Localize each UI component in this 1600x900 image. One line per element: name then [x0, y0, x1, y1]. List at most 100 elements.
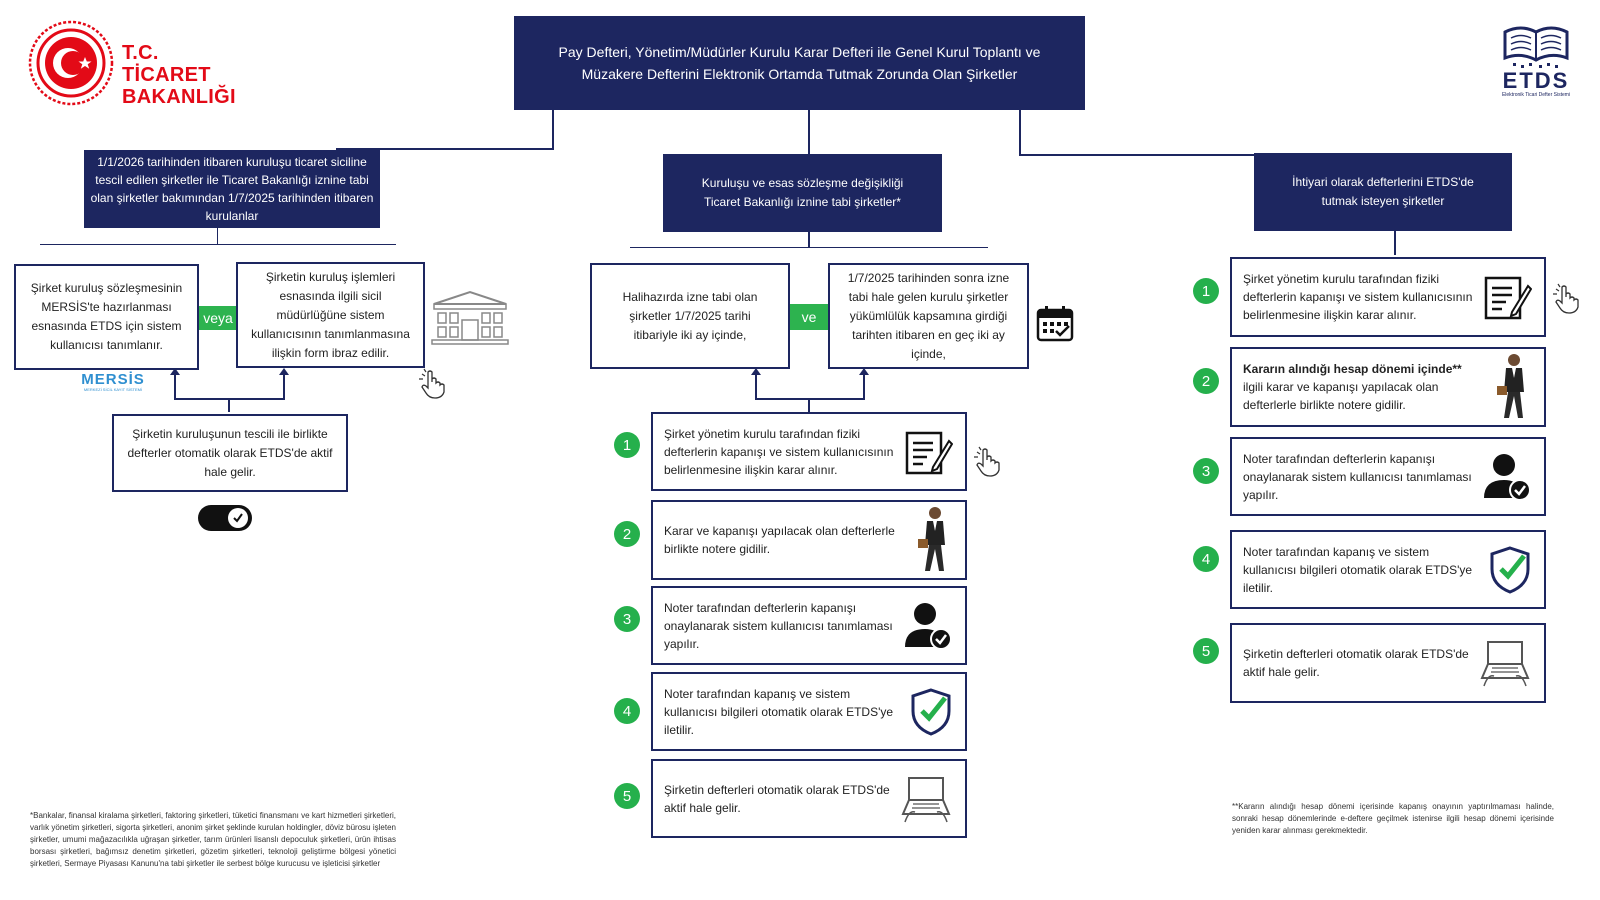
- right-step-1: Şirket yönetim kurulu tarafından fiziki …: [1230, 257, 1546, 337]
- middle-step-3-text: Noter tarafından defterlerin kapanışı on…: [664, 600, 893, 651]
- middle-step-4-text: Noter tarafından kapanış ve sistem kulla…: [664, 686, 894, 737]
- middle-connector-ve: ve: [790, 304, 828, 330]
- laptop-icon: [1480, 641, 1530, 687]
- document-pen-icon: [1484, 276, 1532, 320]
- middle-option-a: Halihazırda izne tabi olan şirketler 1/7…: [590, 263, 790, 369]
- footnote-right: **Kararın alındığı hesap dönemi içerisin…: [1232, 802, 1554, 835]
- building-icon: [431, 290, 509, 345]
- right-step-2-number: 2: [1193, 368, 1219, 394]
- middle-arrowhead-a: [751, 368, 761, 375]
- right-step-2-bold-text: Kararın alındığı hesap dönemi içinde**: [1243, 362, 1462, 376]
- middle-option-b: 1/7/2025 tarihinden sonra izne tabi hale…: [828, 263, 1029, 369]
- mersis-logo: MERSİS MERKEZİ SİCİL KAYIT SİSTEMİ: [66, 372, 160, 393]
- right-step-1-number: 1: [1193, 278, 1219, 304]
- middle-step-3: Noter tarafından defterlerin kapanışı on…: [651, 586, 967, 665]
- mersis-logo-subtitle: MERKEZİ SİCİL KAYIT SİSTEMİ: [83, 387, 143, 392]
- middle-bracket-stem: [808, 398, 810, 412]
- right-step-3-number: 3: [1193, 458, 1219, 484]
- left-option-b: Şirketin kuruluş işlemleri esnasında ilg…: [236, 262, 425, 368]
- middle-step-3-number: 3: [614, 606, 640, 632]
- etds-logo: ETDS Elektronik Ticari Defter Sistemi: [1496, 22, 1576, 108]
- middle-step-5-number: 5: [614, 783, 640, 809]
- middle-step-5: Şirketin defterleri otomatik olarak ETDS…: [651, 759, 967, 838]
- right-step-1-text: Şirket yönetim kurulu tarafından fiziki …: [1243, 272, 1473, 322]
- connector-title-right-h: [1019, 154, 1255, 156]
- connector-title-left: [552, 110, 554, 150]
- middle-header: Kuruluşu ve esas sözleşme değişikliği Ti…: [663, 154, 942, 232]
- left-header-stem: [217, 228, 218, 244]
- middle-bracket-a: [755, 372, 757, 400]
- left-arrowhead-a: [170, 368, 180, 375]
- ministry-logo: T.C. TİCARET BAKANLIĞI: [28, 20, 243, 108]
- user-check-icon: [905, 602, 952, 650]
- middle-step-1-text: Şirket yönetim kurulu tarafından fiziki …: [664, 426, 894, 477]
- page-title-text: Pay Defteri, Yönetim/Müdürler Kurulu Kar…: [558, 44, 1041, 82]
- document-pen-icon: [905, 431, 953, 474]
- left-bracket-b: [283, 372, 285, 400]
- page-title: Pay Defteri, Yönetim/Müdürler Kurulu Kar…: [514, 16, 1085, 110]
- toggle-knob: [228, 508, 248, 528]
- shield-check-icon: [911, 687, 951, 736]
- connector-title-left-h: [336, 148, 554, 150]
- etds-logo-subtitle: Elektronik Ticari Defter Sistemi: [1501, 92, 1571, 98]
- left-header: 1/1/2026 tarihinden itibaren kuruluşu ti…: [84, 150, 380, 228]
- left-bracket-stem: [228, 398, 230, 412]
- middle-step-4: Noter tarafından kapanış ve sistem kulla…: [651, 672, 967, 751]
- connector-title-middle: [808, 110, 810, 154]
- left-option-b-text: Şirketin kuruluş işlemleri esnasında ilg…: [251, 269, 410, 360]
- right-step-2: Kararın alındığı hesap dönemi içinde** i…: [1230, 347, 1546, 427]
- middle-option-b-text: 1/7/2025 tarihinden sonra izne tabi hale…: [847, 270, 1010, 361]
- middle-divider: [630, 247, 988, 248]
- middle-step-5-text: Şirketin defterleri otomatik olarak ETDS…: [664, 782, 890, 815]
- left-arrowhead-b: [279, 368, 289, 375]
- middle-connector-label: ve: [801, 309, 817, 325]
- left-bracket-a: [174, 372, 176, 400]
- right-step-4-number: 4: [1193, 546, 1219, 572]
- ministry-name-line1: T.C. TİCARET: [122, 42, 211, 86]
- right-step-3: Noter tarafından defterlerin kapanışı on…: [1230, 437, 1546, 516]
- middle-header-text: Kuruluşu ve esas sözleşme değişikliği Ti…: [701, 176, 904, 209]
- middle-step-2-text: Karar ve kapanışı yapılacak olan defterl…: [664, 524, 895, 556]
- right-header-stem: [1394, 231, 1396, 255]
- left-result: Şirketin kuruluşunun tescili ile birlikt…: [112, 414, 348, 492]
- toggle-switch-icon: [198, 505, 252, 531]
- middle-bracket-h: [755, 398, 865, 400]
- middle-step-1-number: 1: [614, 432, 640, 458]
- left-option-a: Şirket kuruluş sözleşmesinin MERSİS'te h…: [14, 264, 199, 370]
- businessman-icon: [918, 507, 945, 571]
- middle-step-1: Şirket yönetim kurulu tarafından fiziki …: [651, 412, 967, 491]
- middle-arrowhead-b: [859, 368, 869, 375]
- calendar-icon: [1036, 306, 1074, 342]
- middle-option-a-text: Halihazırda izne tabi olan şirketler 1/7…: [622, 289, 758, 342]
- left-header-text: 1/1/2026 tarihinden itibaren kuruluşu ti…: [90, 155, 374, 223]
- middle-header-stem: [808, 232, 810, 248]
- ministry-emblem-icon: [28, 20, 114, 106]
- right-header-text: İhtiyari olarak defterlerini ETDS'de tut…: [1292, 175, 1474, 208]
- hand-pointer-icon-3: [1553, 283, 1579, 314]
- left-result-text: Şirketin kuruluşunun tescili ile birlikt…: [127, 426, 333, 479]
- ministry-name-line2: BAKANLIĞI: [122, 86, 236, 108]
- right-step-4: Noter tarafından kapanış ve sistem kulla…: [1230, 530, 1546, 609]
- right-step-2-text: ilgili karar ve kapanışı yapılacak olan …: [1243, 380, 1439, 412]
- left-option-a-text: Şirket kuruluş sözleşmesinin MERSİS'te h…: [30, 281, 183, 352]
- left-connector-label: veya: [203, 310, 233, 326]
- hand-pointer-icon: [419, 368, 445, 399]
- left-divider: [40, 244, 396, 245]
- shield-check-icon: [1490, 545, 1530, 594]
- right-step-3-text: Noter tarafından defterlerin kapanışı on…: [1243, 451, 1472, 502]
- right-header: İhtiyari olarak defterlerini ETDS'de tut…: [1254, 153, 1512, 231]
- right-step-5: Şirketin defterleri otomatik olarak ETDS…: [1230, 623, 1546, 703]
- mersis-logo-text: MERSİS: [81, 371, 145, 388]
- connector-title-right: [1019, 110, 1021, 156]
- right-step-4-text: Noter tarafından kapanış ve sistem kulla…: [1243, 544, 1473, 595]
- businessman-icon: [1497, 354, 1524, 418]
- right-step-5-number: 5: [1193, 638, 1219, 664]
- hand-pointer-icon-2: [974, 446, 1000, 477]
- open-book-icon: [1503, 26, 1569, 68]
- middle-step-2: Karar ve kapanışı yapılacak olan defterl…: [651, 500, 967, 580]
- etds-logo-text: ETDS: [1502, 68, 1570, 93]
- middle-bracket-b: [863, 372, 865, 400]
- check-icon: [233, 513, 243, 523]
- middle-step-2-number: 2: [614, 521, 640, 547]
- laptop-icon: [901, 776, 951, 822]
